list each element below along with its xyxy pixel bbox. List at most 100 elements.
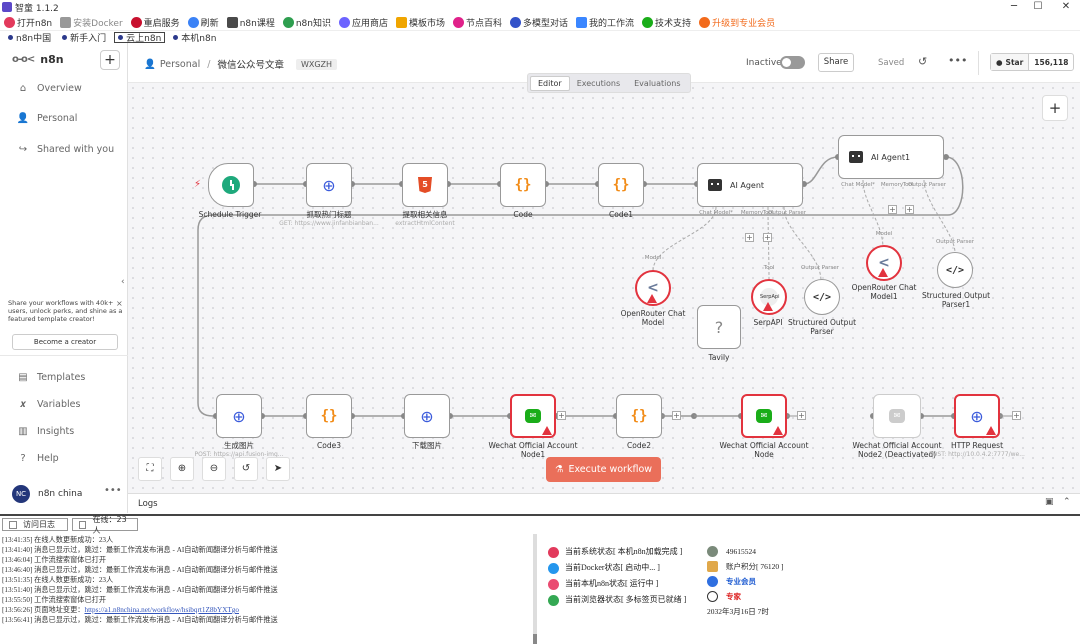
n8n-brand[interactable]: o-o< n8n bbox=[12, 53, 64, 66]
reset-zoom-icon[interactable]: ↺ bbox=[234, 457, 258, 481]
chevron-up-icon[interactable]: ⌃ bbox=[1063, 497, 1071, 507]
toolbar-item-3[interactable]: 刷新 bbox=[187, 16, 219, 29]
toolbar-item-0[interactable]: 打开n8n bbox=[4, 16, 52, 29]
tidy-up-icon[interactable]: ➤ bbox=[266, 457, 290, 481]
node-serpapi[interactable]: SerpApi bbox=[751, 279, 787, 315]
sidebar-item-shared-with-you[interactable]: ↪Shared with you bbox=[16, 144, 114, 155]
tab-online-count[interactable]: 在线：23人 bbox=[72, 515, 138, 535]
add-tool-button[interactable]: + bbox=[905, 205, 914, 214]
close-window-button[interactable]: ✕ bbox=[1061, 1, 1071, 12]
node-structured-output-parser[interactable]: </> bbox=[804, 279, 840, 315]
popout-icon[interactable]: ▣ bbox=[1045, 497, 1054, 507]
node-code3[interactable]: {} bbox=[306, 394, 352, 438]
tab-editor[interactable]: Editor bbox=[530, 75, 570, 91]
node-extract-info[interactable]: 5 bbox=[402, 163, 448, 207]
node-tavily[interactable]: ? bbox=[697, 305, 741, 349]
globe-icon: ⊕ bbox=[420, 406, 434, 426]
workflow-canvas[interactable]: Editor Executions Evaluations + bbox=[128, 73, 1080, 493]
node-ai-agent[interactable]: AI Agent bbox=[697, 163, 803, 207]
toolbar-item-1[interactable]: 安装Docker bbox=[60, 16, 123, 29]
tab-access-log[interactable]: 访问日志 bbox=[2, 518, 68, 531]
toolbar-item-8[interactable]: 节点百科 bbox=[453, 16, 502, 29]
workflow-name[interactable]: 微信公众号文章 bbox=[217, 60, 284, 71]
collapse-sidebar-chevron-icon[interactable]: ‹ bbox=[121, 277, 125, 287]
node-code[interactable]: {} bbox=[500, 163, 546, 207]
more-options-icon[interactable]: ••• bbox=[948, 54, 968, 67]
zoom-in-icon[interactable]: ⊕ bbox=[170, 457, 194, 481]
node-wechat-official-account2[interactable]: ✉ bbox=[873, 394, 921, 438]
add-tool-button[interactable]: + bbox=[763, 233, 772, 242]
share-button[interactable]: Share bbox=[818, 53, 854, 72]
node-structured-output-parser1[interactable]: </> bbox=[937, 252, 973, 288]
node-generate-image[interactable]: ⊕ bbox=[216, 394, 262, 438]
log-scrollbar[interactable] bbox=[533, 534, 537, 644]
minimize-button[interactable]: ─ bbox=[1010, 1, 1018, 12]
checkbox[interactable] bbox=[9, 520, 17, 529]
add-next-node-button[interactable]: + bbox=[1012, 411, 1021, 420]
node-schedule-trigger[interactable] bbox=[208, 163, 254, 207]
node-code1[interactable]: {} bbox=[598, 163, 644, 207]
workflow-tag[interactable]: WXGZH bbox=[295, 58, 338, 70]
sidebar-item-templates[interactable]: ▤Templates bbox=[16, 372, 85, 383]
sidebar-item-label: Overview bbox=[37, 83, 82, 94]
node-ai-agent1[interactable]: AI Agent1 bbox=[838, 135, 944, 179]
insights-icon: ▥ bbox=[18, 426, 28, 437]
github-star-button[interactable]: ●Star 156,118 bbox=[990, 53, 1075, 71]
nodes-icon bbox=[453, 16, 464, 28]
history-icon[interactable]: ↺ bbox=[918, 55, 928, 68]
sidebar-item-insights[interactable]: ▥Insights bbox=[16, 426, 74, 437]
node-fetch-hot-titles[interactable]: ⊕ bbox=[306, 163, 352, 207]
execute-workflow-button[interactable]: ⚗Execute workflow bbox=[546, 457, 661, 482]
sidebar-item-help[interactable]: ?Help bbox=[16, 453, 58, 464]
toolbar-item-11[interactable]: 技术支持 bbox=[642, 16, 691, 29]
user-menu[interactable]: NC n8n china ••• bbox=[12, 485, 122, 503]
toolbar-item-10[interactable]: 我的工作流 bbox=[576, 16, 634, 29]
create-button[interactable]: + bbox=[100, 50, 120, 70]
toolbar-item-7[interactable]: 模板市场 bbox=[395, 16, 445, 29]
connection-dashed bbox=[767, 206, 770, 282]
active-toggle[interactable] bbox=[780, 56, 805, 69]
sidebar-item-overview[interactable]: ⌂Overview bbox=[16, 83, 82, 94]
site-tab[interactable]: 新手入门 bbox=[59, 32, 109, 44]
toolbar-item-9[interactable]: 多模型对话 bbox=[510, 16, 568, 29]
node-code2[interactable]: {} bbox=[616, 394, 662, 438]
toolbar-item-6[interactable]: 应用商店 bbox=[338, 16, 388, 29]
toolbar-item-label: 升级到专业会员 bbox=[712, 18, 776, 29]
node-subtitle: GET: https://www.jinfanbianban... bbox=[279, 220, 379, 227]
add-node-button[interactable]: + bbox=[1042, 95, 1068, 121]
tab-executions[interactable]: Executions bbox=[576, 78, 621, 88]
tab-evaluations[interactable]: Evaluations bbox=[634, 78, 681, 88]
sidebar: o-o< n8n + ⌂Overview 👤Personal ↪Shared wit… bbox=[0, 43, 128, 513]
toolbar-item-5[interactable]: n8n知识 bbox=[282, 16, 331, 29]
add-memory-button[interactable]: + bbox=[888, 205, 897, 214]
zoom-out-icon[interactable]: ⊖ bbox=[202, 457, 226, 481]
add-memory-button[interactable]: + bbox=[745, 233, 754, 242]
add-next-node-button[interactable]: + bbox=[557, 411, 566, 420]
site-tab[interactable]: n8n中国 bbox=[5, 32, 54, 44]
add-next-node-button[interactable]: + bbox=[797, 411, 806, 420]
fit-view-icon[interactable]: ⛶ bbox=[138, 457, 162, 481]
globe-icon: ⊕ bbox=[970, 406, 984, 426]
port-label: Chat Model* bbox=[841, 182, 875, 188]
toolbar-item-12[interactable]: 升级到专业会员 bbox=[699, 16, 775, 29]
sidebar-item-personal[interactable]: 👤Personal bbox=[16, 113, 78, 124]
toolbar-item-2[interactable]: 重启服务 bbox=[130, 16, 180, 29]
promo-close-icon[interactable]: × bbox=[116, 299, 123, 308]
tab-dot-icon bbox=[173, 34, 179, 40]
site-tab[interactable]: 云上n8n bbox=[114, 31, 166, 44]
site-tab[interactable]: 本机n8n bbox=[170, 32, 219, 44]
toolbar-item-4[interactable]: n8n课程 bbox=[226, 16, 275, 29]
maximize-button[interactable]: ☐ bbox=[1033, 1, 1043, 12]
node-openrouter-chat-model1[interactable]: < bbox=[866, 245, 902, 281]
log-url-link[interactable]: https://a1.n8nchina.net/workflow/hsibqrt… bbox=[84, 606, 239, 614]
more-icon[interactable]: ••• bbox=[104, 485, 122, 496]
breadcrumb-personal[interactable]: Personal bbox=[159, 58, 201, 70]
add-next-node-button[interactable]: + bbox=[672, 411, 681, 420]
checkbox[interactable] bbox=[79, 520, 87, 529]
logs-bar[interactable]: Logs ▣ ⌃ bbox=[128, 493, 1080, 513]
become-creator-button[interactable]: Become a creator bbox=[12, 334, 118, 350]
node-label: Tavily bbox=[708, 353, 730, 362]
node-openrouter-chat-model[interactable]: < bbox=[635, 270, 671, 306]
node-download-image[interactable]: ⊕ bbox=[404, 394, 450, 438]
